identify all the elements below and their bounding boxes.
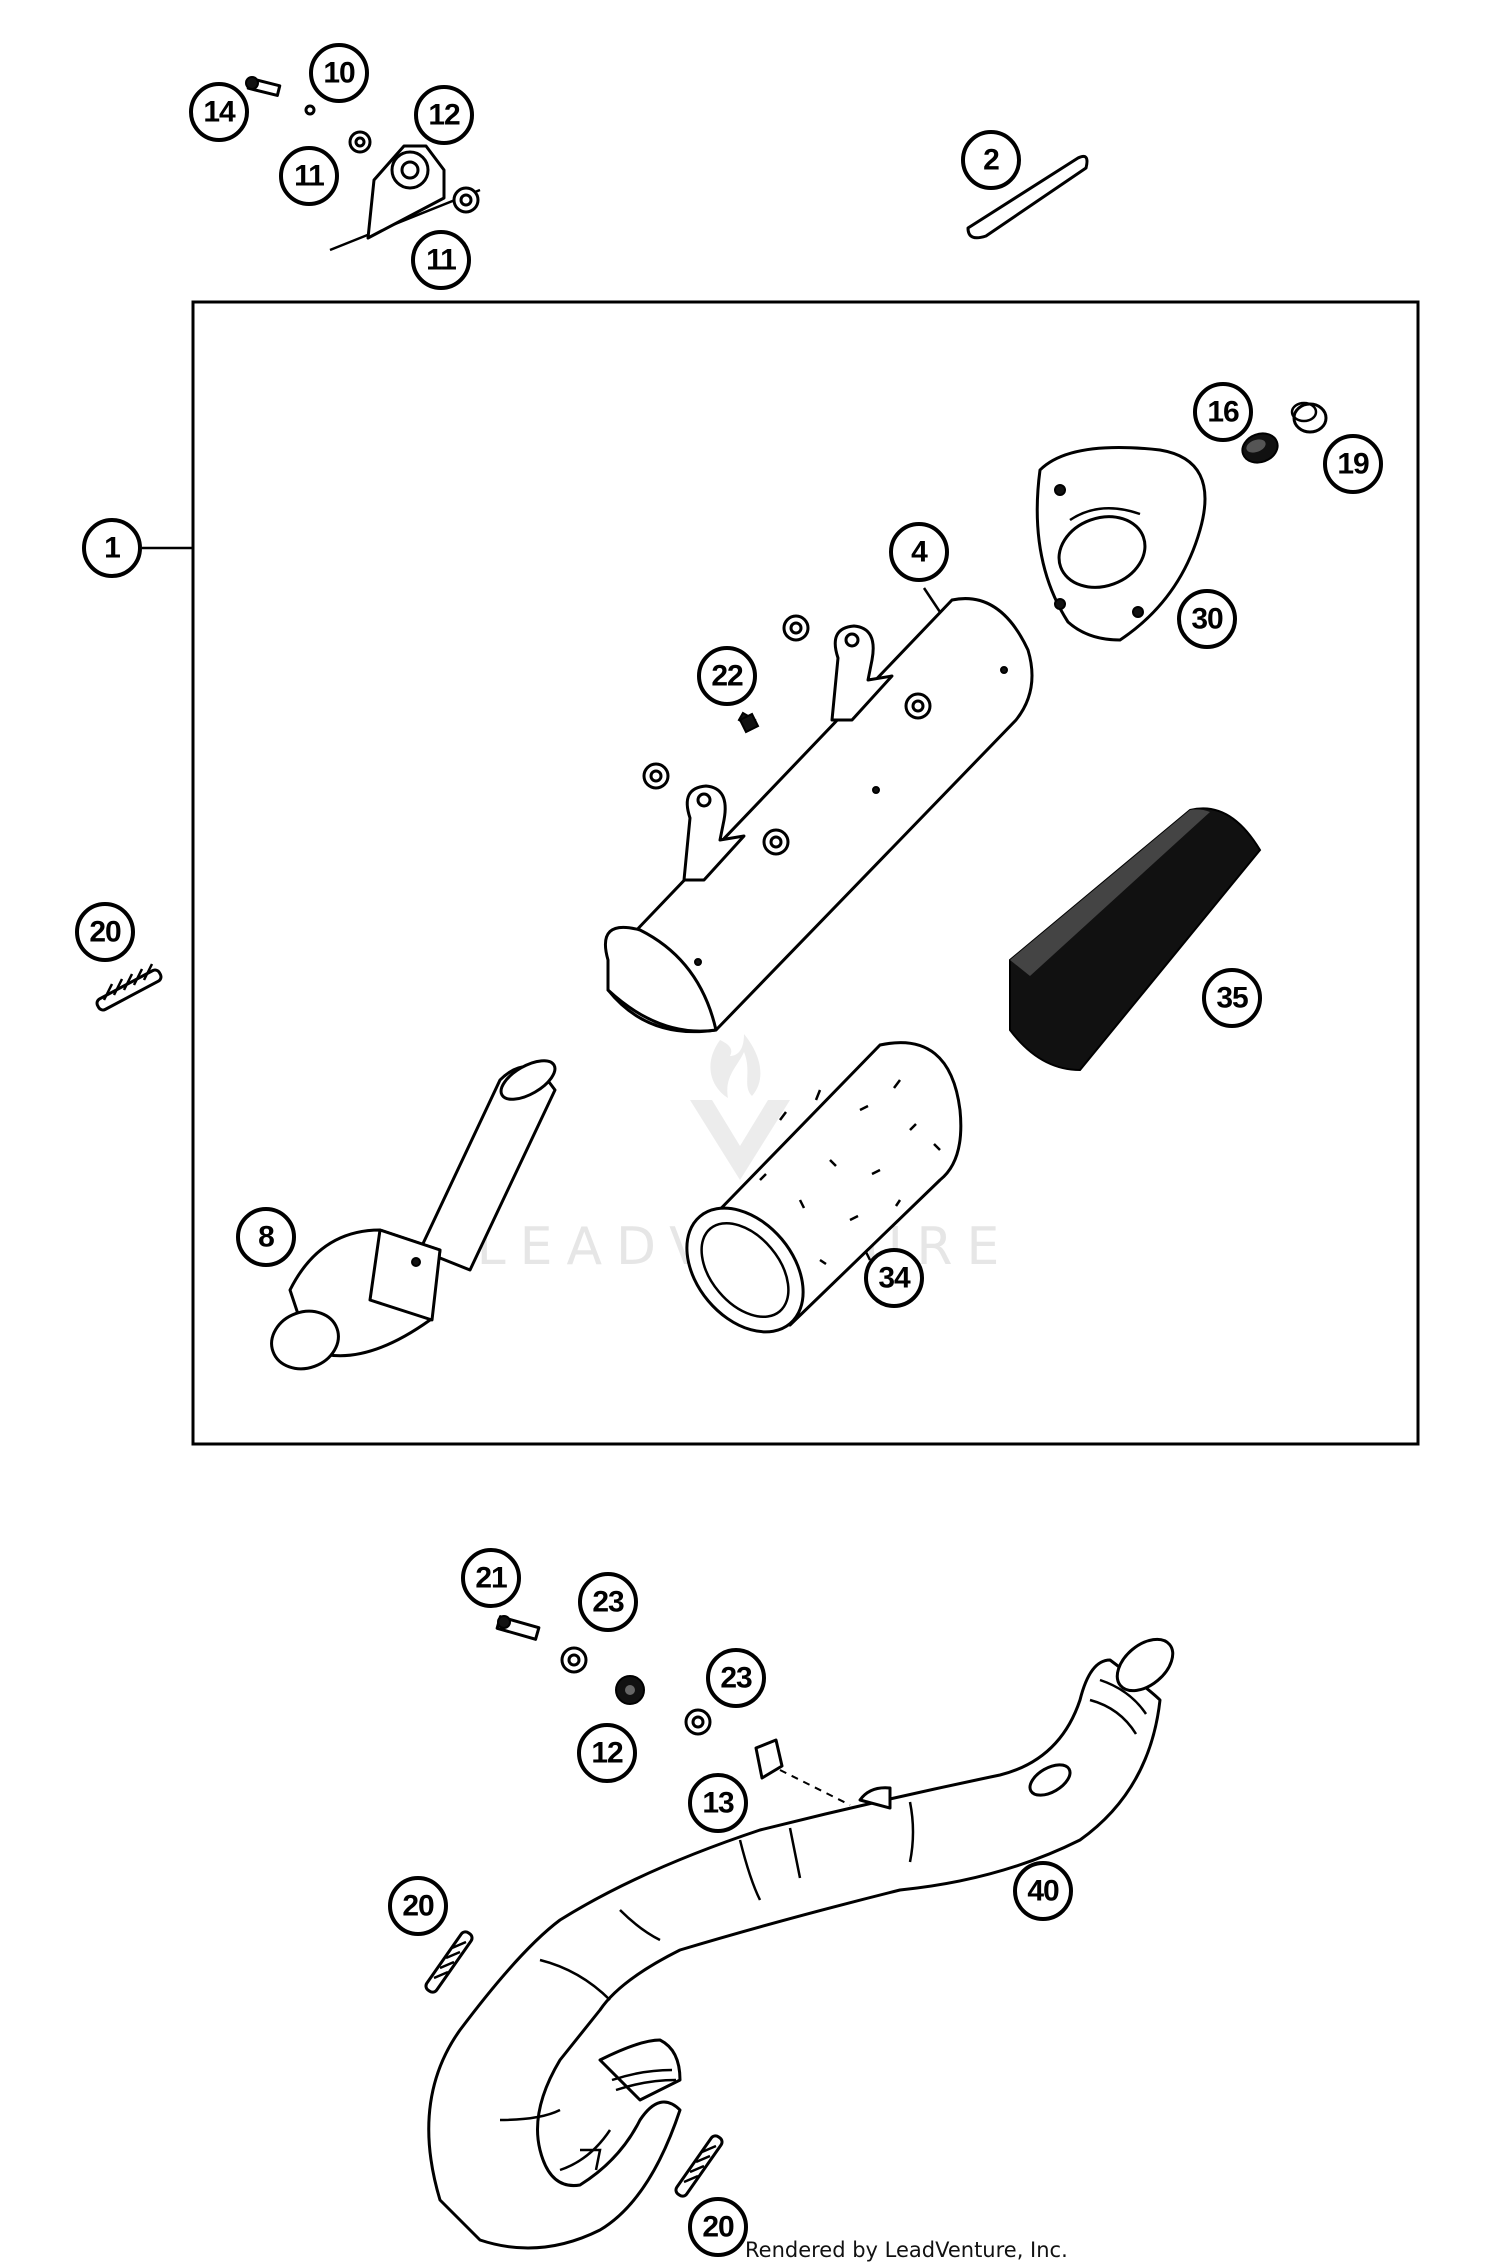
callout-11-lower[interactable]: 11 (411, 230, 471, 290)
svg-text:20: 20 (402, 1890, 434, 1923)
part-35-mesh-insert (1009, 807, 1262, 1072)
callout-12-upper[interactable]: 12 (414, 85, 474, 145)
svg-text:12: 12 (428, 99, 460, 132)
svg-text:16: 16 (1207, 396, 1239, 429)
svg-text:40: 40 (1027, 1875, 1059, 1908)
svg-text:4: 4 (911, 536, 928, 569)
svg-text:10: 10 (323, 57, 355, 90)
callout-20-left[interactable]: 20 (75, 902, 135, 962)
svg-text:8: 8 (258, 1221, 274, 1254)
svg-text:11: 11 (426, 244, 456, 277)
part-8-link-pipe (270, 1059, 557, 1371)
callout-14[interactable]: 14 (189, 82, 249, 142)
callout-21[interactable]: 21 (461, 1548, 521, 1608)
part-20-spring-middle (424, 1930, 474, 1994)
callout-8[interactable]: 8 (236, 1207, 296, 1267)
callout-40[interactable]: 40 (1013, 1861, 1073, 1921)
part-20-spring-left (95, 963, 163, 1012)
callout-30[interactable]: 30 (1177, 589, 1237, 649)
mounting-bracket (245, 76, 481, 252)
svg-text:34: 34 (878, 1262, 911, 1295)
part-2-gasket (966, 154, 1089, 240)
part-30-end-cap (1035, 446, 1207, 642)
svg-text:2: 2 (983, 144, 999, 177)
svg-text:13: 13 (702, 1787, 734, 1820)
callout-12-lower[interactable]: 12 (577, 1723, 637, 1783)
svg-text:23: 23 (720, 1662, 752, 1695)
svg-text:11: 11 (294, 160, 324, 193)
svg-text:14: 14 (203, 96, 236, 129)
silencer-assembly-frame (191, 300, 1420, 1446)
header-mount-hardware (495, 1615, 851, 1806)
svg-text:30: 30 (1191, 603, 1223, 636)
part-16-grommet (1241, 432, 1279, 464)
svg-text:20: 20 (89, 916, 121, 949)
callout-11-upper[interactable]: 11 (279, 146, 339, 206)
render-credit: Rendered by LeadVenture, Inc. (745, 2238, 1068, 2262)
callout-1[interactable]: 1 (82, 518, 142, 578)
callout-19[interactable]: 19 (1323, 434, 1383, 494)
callout-10[interactable]: 10 (309, 43, 369, 103)
svg-text:20: 20 (702, 2211, 734, 2244)
callout-22[interactable]: 22 (697, 646, 757, 706)
callout-35[interactable]: 35 (1202, 968, 1262, 1028)
svg-text:12: 12 (591, 1737, 623, 1770)
part-19-sleeve (1290, 401, 1328, 434)
callout-20-middle[interactable]: 20 (388, 1876, 448, 1936)
callout-16[interactable]: 16 (1193, 382, 1253, 442)
svg-text:23: 23 (592, 1586, 624, 1619)
svg-text:1: 1 (104, 532, 120, 565)
part-4-silencer (603, 587, 1034, 1034)
svg-text:35: 35 (1216, 982, 1248, 1015)
part-20-spring-lower (674, 2134, 724, 2198)
part-34-packing (685, 1041, 963, 1334)
part-22-screw (738, 712, 760, 734)
svg-text:22: 22 (711, 660, 743, 693)
callout-34[interactable]: 34 (864, 1248, 924, 1308)
callout-4[interactable]: 4 (889, 522, 949, 582)
callout-23-upper[interactable]: 23 (578, 1572, 638, 1632)
part-40-header-pipe (427, 1637, 1175, 2250)
svg-text:21: 21 (475, 1562, 507, 1595)
svg-text:19: 19 (1337, 448, 1369, 481)
callout-20-lower[interactable]: 20 (688, 2197, 748, 2257)
callout-2[interactable]: 2 (961, 130, 1021, 190)
callout-13[interactable]: 13 (688, 1773, 748, 1833)
callout-23-lower[interactable]: 23 (706, 1648, 766, 1708)
